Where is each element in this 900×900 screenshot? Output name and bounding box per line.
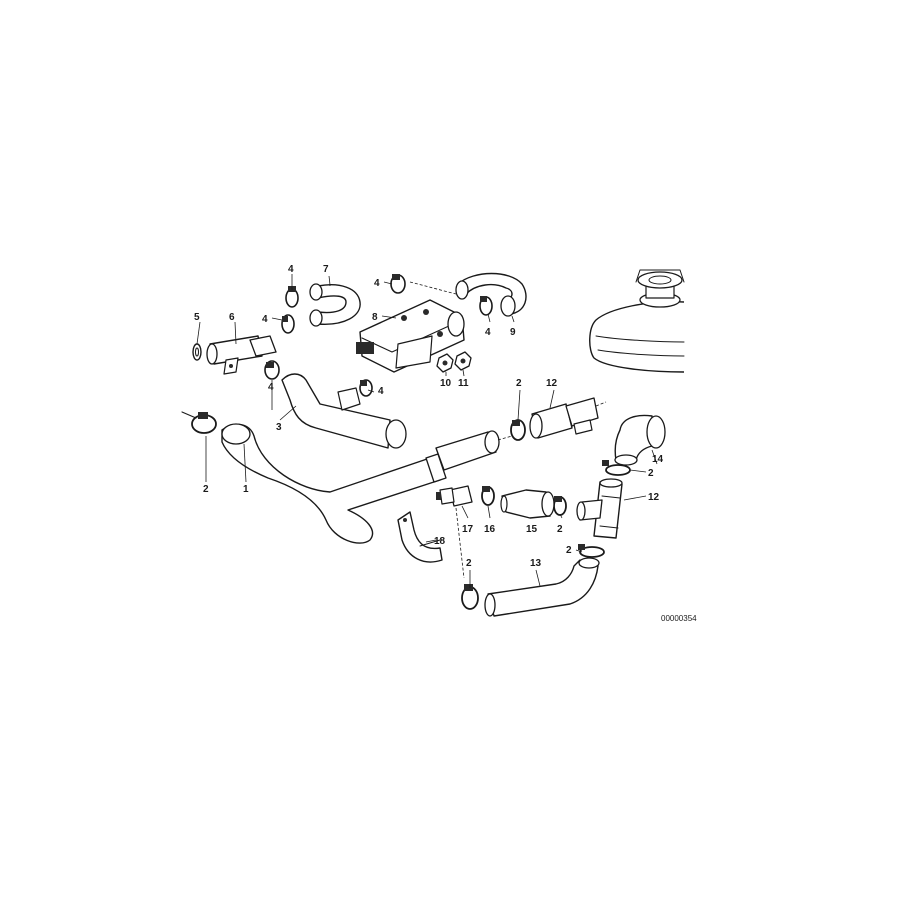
label-17: 17 xyxy=(462,524,474,535)
part-labels: 4 7 4 5 6 4 8 4 9 10 11 4 4 3 2 1 2 12 1… xyxy=(194,264,664,569)
clamp-main xyxy=(181,411,217,434)
label-4: 4 xyxy=(378,386,384,397)
label-4: 4 xyxy=(374,278,380,289)
lower-hose xyxy=(484,557,600,617)
label-13: 13 xyxy=(530,558,542,569)
label-11: 11 xyxy=(458,378,469,389)
label-10: 10 xyxy=(440,378,452,389)
label-18: 18 xyxy=(434,536,446,547)
label-6: 6 xyxy=(229,312,235,323)
label-5: 5 xyxy=(194,312,200,323)
expansion-tank xyxy=(589,269,685,373)
label-2: 2 xyxy=(557,524,563,535)
elbow-fitting xyxy=(614,414,666,466)
fitting-lower xyxy=(576,478,623,539)
catalog-number: 00000354 xyxy=(661,614,697,623)
u-hose-right xyxy=(455,272,527,317)
label-4: 4 xyxy=(485,327,491,338)
label-2: 2 xyxy=(648,468,654,479)
label-2: 2 xyxy=(466,558,472,569)
valve-body xyxy=(356,299,465,373)
temperature-sensor xyxy=(436,485,473,507)
connector-hose xyxy=(435,430,513,471)
nuts xyxy=(436,351,472,373)
label-16: 16 xyxy=(484,524,496,535)
label-4: 4 xyxy=(268,382,274,393)
leader-lines xyxy=(196,274,658,588)
label-4: 4 xyxy=(262,314,268,325)
clamp-mid-left xyxy=(264,360,373,397)
t-piece xyxy=(206,335,277,375)
label-2: 2 xyxy=(566,545,572,556)
label-14: 14 xyxy=(652,454,664,465)
hose-bracket xyxy=(397,511,443,563)
label-3: 3 xyxy=(276,422,282,433)
clamp-upper-left xyxy=(281,286,299,334)
label-9: 9 xyxy=(510,327,516,338)
label-12: 12 xyxy=(546,378,558,389)
label-15: 15 xyxy=(526,524,538,535)
label-2: 2 xyxy=(516,378,522,389)
clamp-lower-right xyxy=(578,544,605,558)
clamp-right-mid xyxy=(553,496,567,516)
label-7: 7 xyxy=(323,264,329,275)
label-12: 12 xyxy=(648,492,660,503)
label-8: 8 xyxy=(372,312,378,323)
reducer-hose xyxy=(500,489,555,519)
main-hose xyxy=(221,423,447,544)
label-1: 1 xyxy=(243,484,249,495)
washer xyxy=(192,343,202,361)
fitting-upper xyxy=(510,397,607,441)
label-2: 2 xyxy=(203,484,209,495)
clamp-valve xyxy=(390,274,406,294)
u-hose-upper xyxy=(309,283,361,327)
clamp-16 xyxy=(481,486,495,506)
branch-hose xyxy=(281,373,407,449)
label-4: 4 xyxy=(288,264,294,275)
